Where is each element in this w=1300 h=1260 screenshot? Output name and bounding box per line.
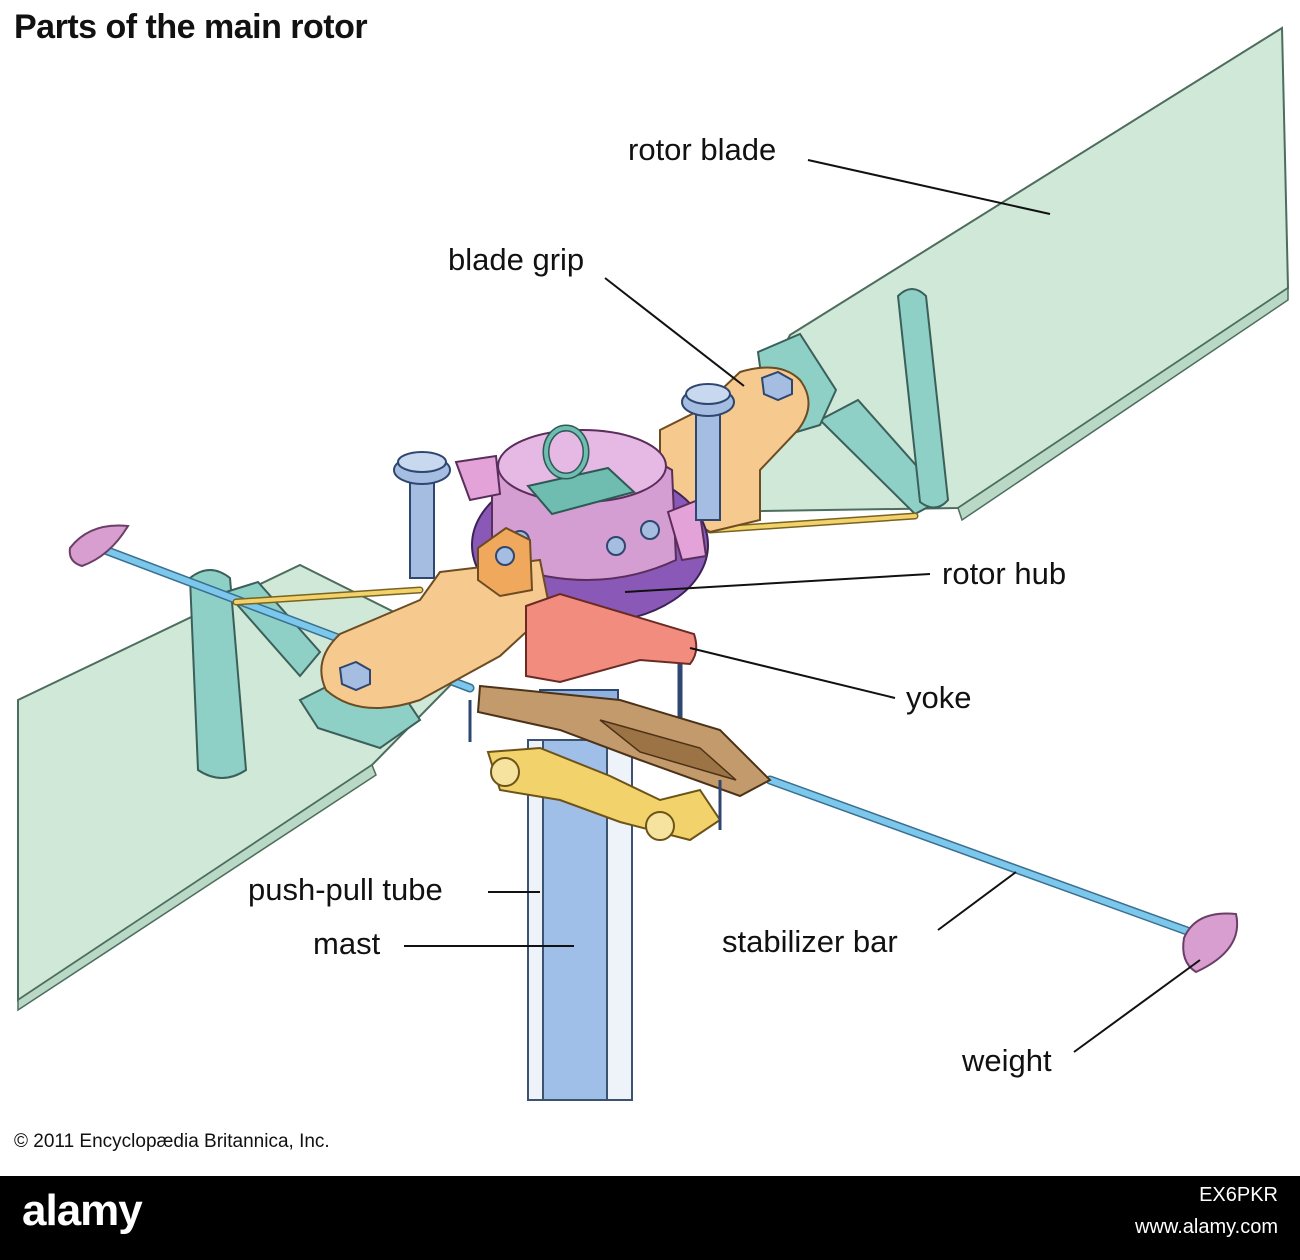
hub-cap-plate [526, 466, 637, 516]
right-grip-bolt [760, 370, 793, 402]
diagram-title: Parts of the main rotor [14, 8, 368, 46]
label-rotor-hub: rotor hub [942, 556, 1067, 591]
leader-weight [1073, 959, 1201, 1053]
leader-blade-grip [604, 277, 745, 387]
leader-rotor-blade [807, 159, 1051, 215]
label-yoke: yoke [906, 680, 972, 715]
right-pitch-link-fill [708, 514, 917, 532]
left-blade-strap-vertical [188, 569, 248, 779]
right-weight [1182, 912, 1239, 974]
copyright-notice: © 2011 Encyclopædia Britannica, Inc. [14, 1131, 330, 1152]
right-post [695, 409, 721, 521]
right-blade-strap-vertical [896, 288, 950, 509]
yoke-arm [525, 592, 698, 684]
left-pitch-link-fill [234, 588, 422, 604]
lifting-eye-fill [544, 426, 588, 478]
footer-bar [0, 1176, 1300, 1260]
bell-crank-pivot-left [490, 757, 520, 787]
footer-url: www.alamy.com [1135, 1216, 1278, 1238]
stabilizer-bar-right-fill [767, 777, 1215, 943]
hub-port-2 [640, 520, 660, 540]
label-mast: mast [313, 926, 381, 961]
right-post-cap-top [685, 383, 731, 405]
label-blade-grip: blade grip [448, 242, 585, 277]
swash-lever-slot [599, 719, 737, 781]
leader-rotor-hub [624, 573, 931, 593]
label-weight: weight [962, 1043, 1052, 1078]
left-grip-bolt [338, 660, 371, 692]
left-blade-grip [320, 558, 552, 709]
leader-yoke [689, 647, 896, 699]
left-weight [68, 524, 130, 568]
rotor-illustration [17, 26, 1290, 1101]
leader-stabilizer-bar [937, 871, 1017, 931]
footer-brand-logo: alamy [22, 1186, 143, 1235]
hub-bracket-left [454, 454, 502, 502]
label-push-pull-tube: push-pull tube [248, 872, 443, 907]
bell-crank-pivot-right [645, 811, 675, 841]
right-blade-edge [957, 286, 1289, 522]
left-post [409, 477, 435, 579]
left-blade-edge [17, 763, 377, 1012]
label-stabilizer-bar: stabilizer bar [722, 924, 898, 959]
hub-port-1 [606, 536, 626, 556]
label-rotor-blade: rotor blade [628, 132, 777, 167]
left-grip-lug-hole [495, 546, 515, 566]
left-post-cap-top [397, 451, 447, 473]
footer-image-id: EX6PKR [1199, 1184, 1278, 1206]
